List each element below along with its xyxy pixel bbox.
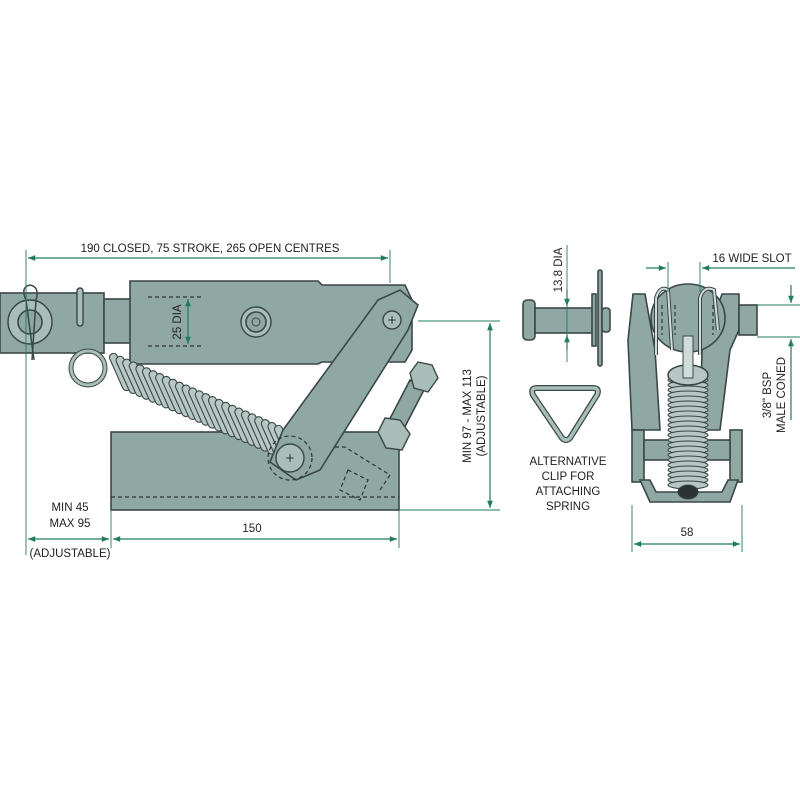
side-view: 25 DIA + + <box>0 280 439 511</box>
clip-caption-line-4: SPRING <box>546 501 590 513</box>
height-label: MIN 97 - MAX 113 <box>462 369 474 463</box>
side-view-dimensions: 190 CLOSED, 75 STROKE, 265 OPEN CENTRES … <box>25 243 500 560</box>
pin-view: 13.8 DIA <box>522 245 611 367</box>
port-label-line-2: MALE CONED <box>776 357 788 433</box>
clip-caption-line-2: CLIP FOR <box>542 471 595 483</box>
cylinder-diameter-label: 25 DIA <box>172 304 184 339</box>
alternative-clip <box>529 385 601 443</box>
pivot-arm <box>269 289 419 481</box>
end-width-label: 58 <box>681 527 694 539</box>
adjusting-bolt <box>377 361 439 451</box>
clip-caption-line-1: ALTERNATIVE <box>530 456 607 468</box>
offset-note: (ADJUSTABLE) <box>30 548 111 560</box>
offset-max-label: MAX 95 <box>50 518 91 530</box>
offset-min-label: MIN 45 <box>51 502 88 514</box>
pin-diameter-label: 13.8 DIA <box>553 247 565 292</box>
svg-text:+: + <box>285 451 295 465</box>
length-label: 190 CLOSED, 75 STROKE, 265 OPEN CENTRES <box>81 243 340 255</box>
bsp-port <box>738 304 758 336</box>
slot-width-label: 16 WIDE SLOT <box>712 253 791 265</box>
tension-spring <box>108 352 297 464</box>
svg-text:+: + <box>387 313 397 327</box>
height-note: (ADJUSTABLE) <box>476 375 488 456</box>
end-view <box>627 283 758 503</box>
base-length-label: 150 <box>242 523 261 535</box>
clip-caption-line-3: ATTACHING <box>536 486 601 498</box>
port-label-line-1: 3/8" BSP <box>762 372 774 419</box>
end-view-spring <box>667 375 709 490</box>
end-view-dimensions: 16 WIDE SLOT 3/8" BSP MALE CONED 58 <box>631 253 800 552</box>
clip-view: ALTERNATIVE CLIP FOR ATTACHING SPRING <box>529 385 607 513</box>
